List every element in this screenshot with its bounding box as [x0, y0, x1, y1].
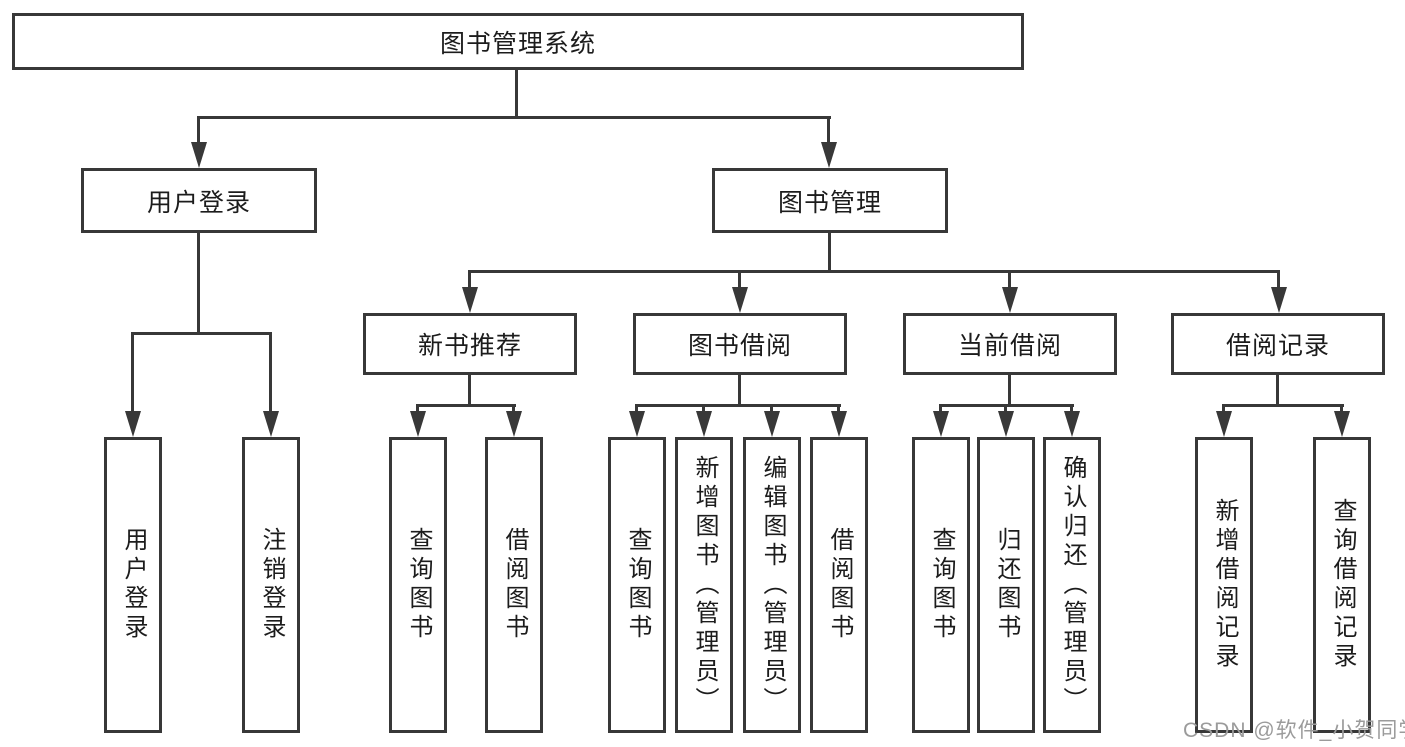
- edge-book-mgmt-drop-1: [468, 273, 471, 287]
- node-book-management: 图书管理: [712, 168, 948, 233]
- leaf-borrow-borrow-book: 借阅图书: [810, 437, 868, 733]
- edge-user-login-drop-1: [131, 335, 134, 411]
- edge-book-mgmt-drop-3: [1008, 273, 1011, 287]
- edge-book-mgmt-drop-2: [738, 273, 741, 287]
- edge-module2-bus: [939, 404, 1074, 407]
- edge-module1-drop-2: [702, 407, 705, 412]
- edge-module1-drop-4: [837, 407, 840, 412]
- leaf-record-add-record-label: 新增借阅记录: [1211, 498, 1238, 672]
- arrowhead-down-icon: [263, 411, 279, 437]
- leaf-recommend-query-book-label: 查询图书: [405, 527, 432, 643]
- arrowhead-down-icon: [462, 287, 478, 313]
- edge-module3-stem: [1276, 375, 1279, 406]
- leaf-borrow-query-book-label: 查询图书: [624, 527, 651, 643]
- arrowhead-down-icon: [831, 411, 847, 437]
- arrowhead-down-icon: [506, 411, 522, 437]
- edge-root-drop-user-login: [197, 119, 200, 142]
- node-new-book-recommend: 新书推荐: [363, 313, 577, 375]
- edge-module1-drop-1: [635, 407, 638, 412]
- edge-module2-drop-3: [1070, 407, 1073, 412]
- edge-root-stem: [515, 70, 518, 117]
- node-current-borrow-label: 当前借阅: [957, 332, 1062, 360]
- edge-book-mgmt-stem: [828, 233, 831, 272]
- leaf-recommend-borrow-book: 借阅图书: [485, 437, 543, 733]
- edge-user-login-stem: [197, 233, 200, 334]
- node-borrow-record: 借阅记录: [1171, 313, 1385, 375]
- edge-module2-drop-1: [939, 407, 942, 412]
- node-root-label: 图书管理系统: [439, 29, 596, 58]
- edge-module1-bus: [635, 404, 841, 407]
- arrowhead-down-icon: [696, 411, 712, 437]
- leaf-logout: 注销登录: [242, 437, 300, 733]
- leaf-record-query-record: 查询借阅记录: [1313, 437, 1371, 733]
- arrowhead-down-icon: [1216, 411, 1232, 437]
- edge-module2-stem: [1008, 375, 1011, 406]
- edge-root-bus: [197, 116, 831, 119]
- arrowhead-down-icon: [1002, 287, 1018, 313]
- node-new-book-recommend-label: 新书推荐: [417, 332, 522, 360]
- arrowhead-down-icon: [998, 411, 1014, 437]
- arrowhead-down-icon: [1334, 411, 1350, 437]
- csdn-watermark: CSDN @软件_小贺同学: [1183, 719, 1405, 742]
- leaf-current-return-book-label: 归还图书: [993, 527, 1020, 643]
- node-book-borrow-label: 图书借阅: [687, 332, 792, 360]
- edge-module3-drop-1: [1222, 407, 1225, 412]
- node-book-management-label: 图书管理: [777, 188, 882, 217]
- edge-user-login-drop-2: [269, 335, 272, 411]
- arrowhead-down-icon: [410, 411, 426, 437]
- node-user-login-label: 用户登录: [146, 188, 251, 217]
- leaf-recommend-borrow-book-label: 借阅图书: [501, 527, 528, 643]
- leaf-current-return-book: 归还图书: [977, 437, 1035, 733]
- leaf-borrow-edit-book-admin-label: 编辑图书（管理员）: [759, 454, 786, 716]
- leaf-current-confirm-return-admin: 确认归还（管理员）: [1043, 437, 1101, 733]
- node-root: 图书管理系统: [12, 13, 1024, 70]
- leaf-user-login-label: 用户登录: [120, 527, 147, 643]
- leaf-borrow-borrow-book-label: 借阅图书: [826, 527, 853, 643]
- arrowhead-down-icon: [732, 287, 748, 313]
- edge-module0-drop-1: [416, 407, 419, 412]
- edge-module3-drop-2: [1340, 407, 1343, 412]
- arrowhead-down-icon: [191, 142, 207, 168]
- leaf-record-add-record: 新增借阅记录: [1195, 437, 1253, 733]
- edge-book-mgmt-bus: [468, 270, 1280, 273]
- arrowhead-down-icon: [1064, 411, 1080, 437]
- arrowhead-down-icon: [125, 411, 141, 437]
- leaf-recommend-query-book: 查询图书: [389, 437, 447, 733]
- leaf-current-query-book-label: 查询图书: [928, 527, 955, 643]
- leaf-user-login: 用户登录: [104, 437, 162, 733]
- node-borrow-record-label: 借阅记录: [1225, 332, 1330, 360]
- edge-module2-drop-2: [1004, 407, 1007, 412]
- leaf-record-query-record-label: 查询借阅记录: [1329, 498, 1356, 672]
- leaf-logout-label: 注销登录: [258, 527, 285, 643]
- arrowhead-down-icon: [821, 142, 837, 168]
- node-user-login: 用户登录: [81, 168, 317, 233]
- edge-module3-bus: [1222, 404, 1344, 407]
- arrowhead-down-icon: [933, 411, 949, 437]
- arrowhead-down-icon: [629, 411, 645, 437]
- edge-book-mgmt-drop-4: [1277, 273, 1280, 287]
- leaf-borrow-edit-book-admin: 编辑图书（管理员）: [743, 437, 801, 733]
- arrowhead-down-icon: [1271, 287, 1287, 313]
- leaf-current-confirm-return-admin-label: 确认归还（管理员）: [1059, 454, 1086, 716]
- arrowhead-down-icon: [764, 411, 780, 437]
- node-current-borrow: 当前借阅: [903, 313, 1117, 375]
- edge-module0-stem: [468, 375, 471, 406]
- leaf-current-query-book: 查询图书: [912, 437, 970, 733]
- edge-module0-bus: [416, 404, 516, 407]
- edge-root-drop-book-mgmt: [827, 119, 830, 142]
- node-book-borrow: 图书借阅: [633, 313, 847, 375]
- leaf-borrow-add-book-admin: 新增图书（管理员）: [675, 437, 733, 733]
- edge-user-login-bus: [131, 332, 272, 335]
- edge-module1-stem: [738, 375, 741, 406]
- leaf-borrow-add-book-admin-label: 新增图书（管理员）: [691, 454, 718, 716]
- edge-module0-drop-2: [512, 407, 515, 412]
- edge-module1-drop-3: [770, 407, 773, 412]
- leaf-borrow-query-book: 查询图书: [608, 437, 666, 733]
